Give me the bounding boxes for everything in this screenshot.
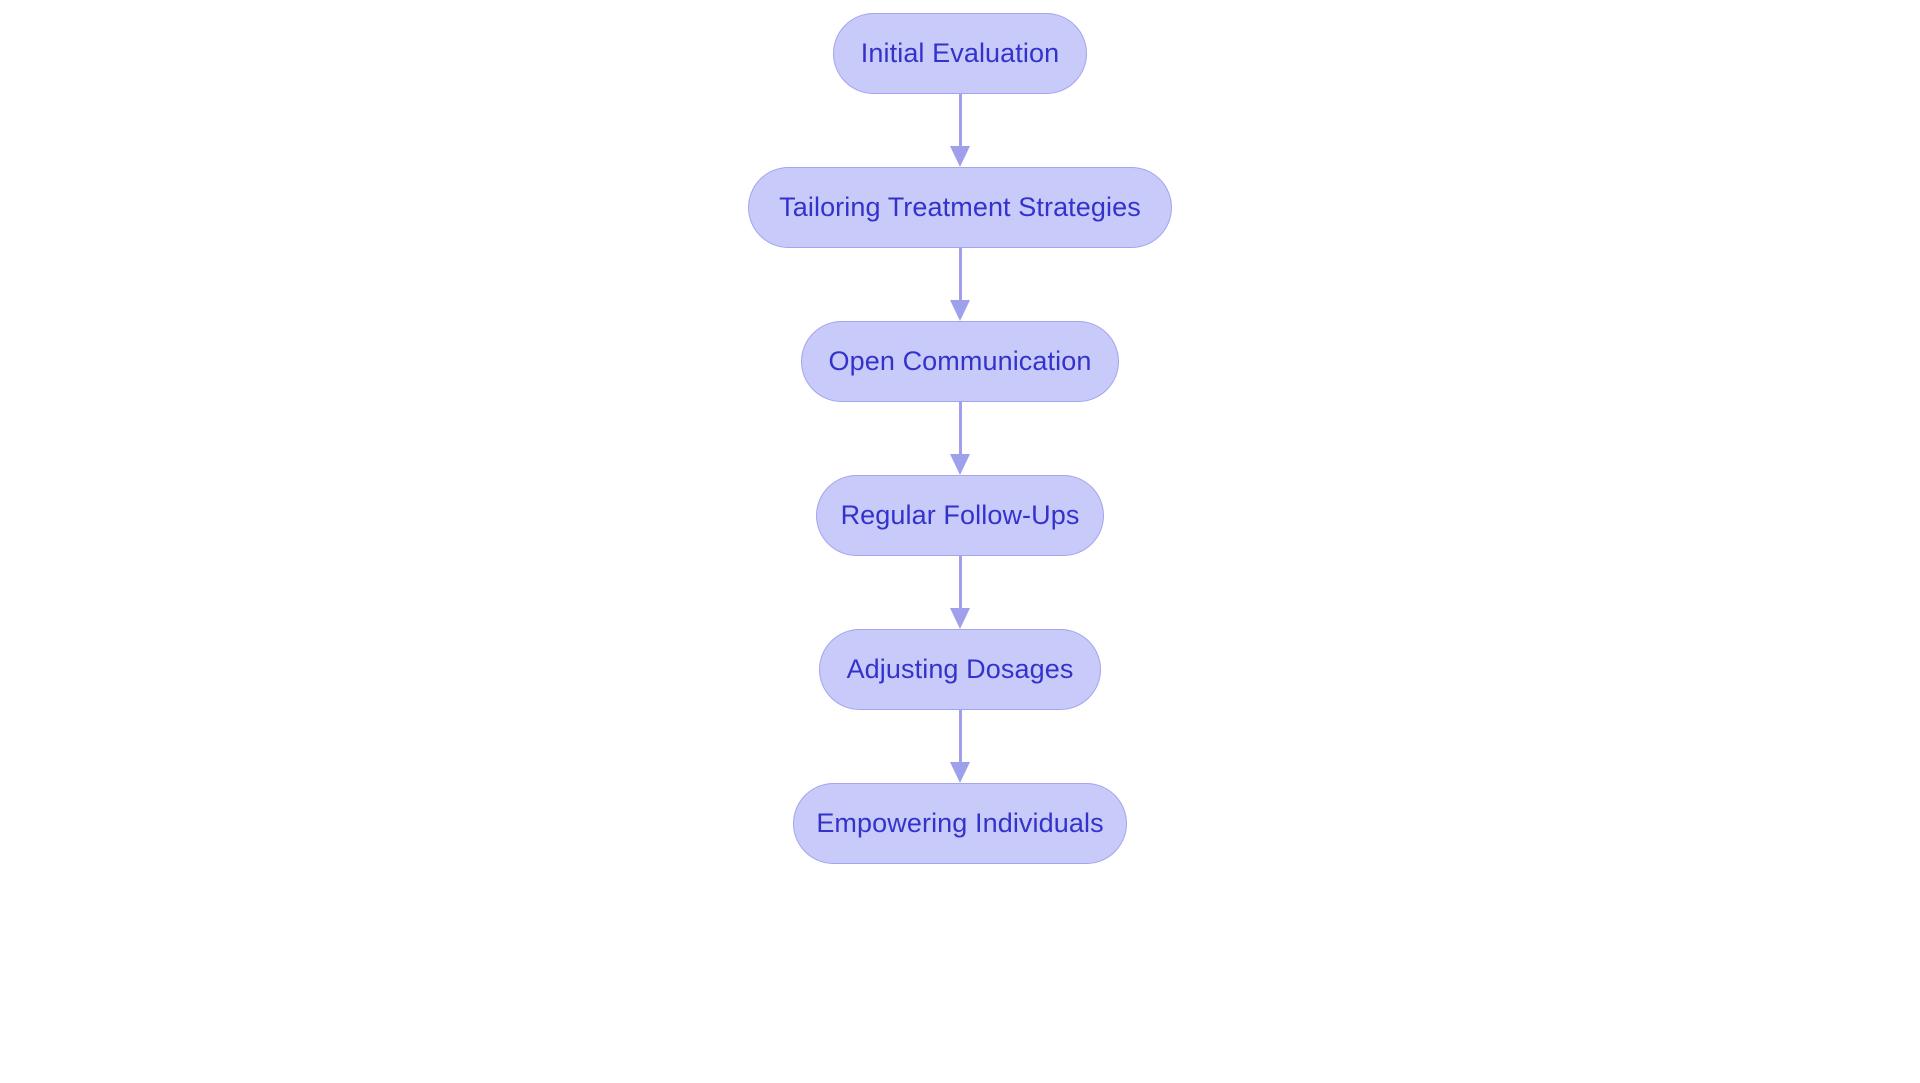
edge-line	[958, 248, 962, 301]
flow-node-label: Regular Follow-Ups	[840, 500, 1080, 530]
flow-node-tailoring-treatment[interactable]: Tailoring Treatment Strategies	[748, 167, 1172, 248]
arrowhead-down-icon	[950, 762, 970, 783]
edge-line	[958, 710, 962, 763]
flow-node-empowering-individuals[interactable]: Empowering Individuals	[793, 783, 1127, 864]
flow-edge-regular-follow-ups-to-adjusting-dosages	[950, 556, 970, 629]
flow-node-label: Adjusting Dosages	[846, 654, 1074, 684]
flow-node-open-communication[interactable]: Open Communication	[801, 321, 1119, 402]
flow-edge-initial-evaluation-to-tailoring-treatment	[950, 94, 970, 167]
flow-node-regular-follow-ups[interactable]: Regular Follow-Ups	[816, 475, 1104, 556]
edge-line	[958, 402, 962, 455]
flow-edge-open-communication-to-regular-follow-ups	[950, 402, 970, 475]
flow-edge-tailoring-treatment-to-open-communication	[950, 248, 970, 321]
arrowhead-down-icon	[950, 608, 970, 629]
arrowhead-down-icon	[950, 300, 970, 321]
flow-node-adjusting-dosages[interactable]: Adjusting Dosages	[819, 629, 1101, 710]
flow-node-label: Tailoring Treatment Strategies	[779, 192, 1141, 222]
arrowhead-down-icon	[950, 146, 970, 167]
edge-line	[958, 556, 962, 609]
flow-edge-adjusting-dosages-to-empowering-individuals	[950, 710, 970, 783]
flow-node-initial-evaluation[interactable]: Initial Evaluation	[833, 13, 1087, 94]
edge-line	[958, 94, 962, 147]
flow-node-label: Empowering Individuals	[816, 808, 1104, 838]
flow-node-label: Open Communication	[828, 346, 1092, 376]
flow-node-label: Initial Evaluation	[860, 38, 1060, 68]
arrowhead-down-icon	[950, 454, 970, 475]
